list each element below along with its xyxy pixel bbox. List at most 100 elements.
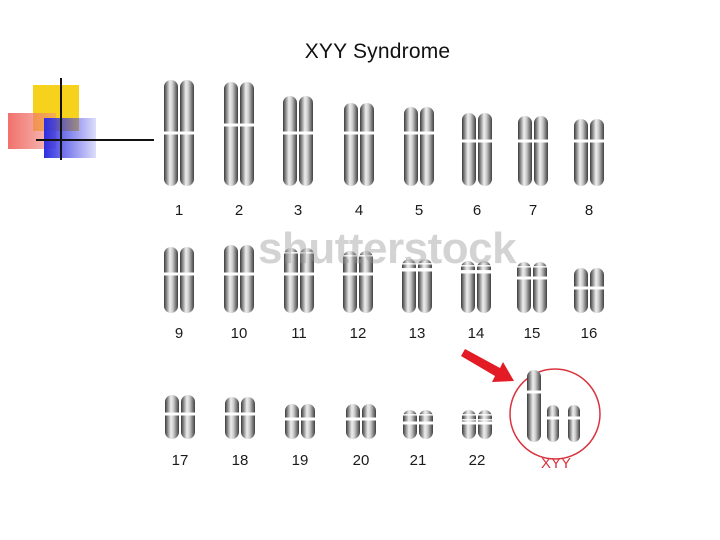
band-stripe <box>418 268 432 270</box>
centromere <box>163 273 179 276</box>
chromosome-9-b <box>180 247 194 313</box>
chromosome-pair-18: 18 <box>224 397 256 469</box>
chromosome-number-1: 1 <box>175 202 183 219</box>
chromosome-pair-21: 21 <box>402 410 434 469</box>
centromere <box>567 417 581 420</box>
chromosome-number-15: 15 <box>524 325 541 342</box>
centromere <box>546 417 560 420</box>
centromere <box>418 422 434 425</box>
chromosome-18-a <box>225 397 239 439</box>
chromosome-4-a <box>344 103 358 186</box>
centromere <box>240 413 256 416</box>
centromere <box>461 422 477 425</box>
chromosome-18-b <box>241 397 255 439</box>
chromosome-pair-14: 14 <box>460 261 492 342</box>
chromosome-number-14: 14 <box>468 325 485 342</box>
centromere <box>239 273 255 276</box>
chromosome-pair-12: 12 <box>342 251 374 342</box>
chromosome-2-a <box>224 82 238 186</box>
chromosome-pair-6: 6 <box>461 113 493 219</box>
chromosome-number-2: 2 <box>235 202 243 219</box>
chromosome-16-a <box>574 268 588 313</box>
chromosome-pair-5: 5 <box>403 107 435 219</box>
sex-chromosome-Y-3 <box>568 405 580 442</box>
chromosome-pair-9: 9 <box>163 247 195 342</box>
chromosome-20-a <box>346 404 360 439</box>
centromere <box>179 132 195 135</box>
chromosome-7-b <box>534 116 548 186</box>
centromere <box>589 140 605 143</box>
chromosome-pair-4: 4 <box>343 103 375 219</box>
centromere <box>461 140 477 143</box>
chromosome-pair-11: 11 <box>283 248 315 342</box>
chromosome-3-a <box>283 96 297 186</box>
centromere <box>516 277 532 280</box>
chromosome-number-12: 12 <box>350 325 367 342</box>
band-stripe <box>533 266 547 268</box>
centromere <box>526 391 542 394</box>
chromosome-pair-16: 16 <box>573 268 605 342</box>
chromosome-17-a <box>165 395 179 439</box>
sex-chromosome-Y-2 <box>547 405 559 442</box>
band-stripe <box>284 252 298 254</box>
chromosome-number-21: 21 <box>410 452 427 469</box>
chromosome-number-5: 5 <box>415 202 423 219</box>
band-stripe <box>403 414 417 416</box>
centromere <box>300 418 316 421</box>
centromere <box>343 132 359 135</box>
centromere <box>284 418 300 421</box>
chromosome-13-b <box>418 259 432 313</box>
chromosome-pair-13: 13 <box>401 259 433 342</box>
band-stripe <box>359 255 373 257</box>
chromosome-8-b <box>590 119 604 186</box>
centromere <box>403 132 419 135</box>
centromere <box>283 273 299 276</box>
chromosome-number-9: 9 <box>175 325 183 342</box>
chromosome-pair-19: 19 <box>284 404 316 469</box>
band-stripe <box>418 263 432 265</box>
chromosome-number-8: 8 <box>585 202 593 219</box>
chromosome-number-11: 11 <box>291 325 307 342</box>
chromosome-number-19: 19 <box>292 452 309 469</box>
chromosome-11-b <box>300 248 314 313</box>
centromere <box>517 140 533 143</box>
chromosome-number-7: 7 <box>529 202 537 219</box>
chromosome-pair-1: 1 <box>163 80 195 219</box>
chromosome-2-b <box>240 82 254 186</box>
centromere <box>223 273 239 276</box>
chromosome-20-b <box>362 404 376 439</box>
band-stripe <box>477 265 491 267</box>
centromere <box>164 413 180 416</box>
chromosome-pair-20: 20 <box>345 404 377 469</box>
band-stripe <box>300 252 314 254</box>
centromere <box>589 287 605 290</box>
centromere <box>533 140 549 143</box>
centromere <box>573 287 589 290</box>
centromere <box>573 140 589 143</box>
chromosome-pair-7: 7 <box>517 116 549 219</box>
chromosome-5-b <box>420 107 434 186</box>
centromere <box>361 418 377 421</box>
pointer-arrow <box>461 349 514 382</box>
band-stripe <box>478 414 492 416</box>
chromosome-12-a <box>343 251 357 313</box>
chromosome-6-b <box>478 113 492 186</box>
chromosome-number-10: 10 <box>231 325 248 342</box>
band-stripe <box>478 419 492 421</box>
band-stripe <box>477 270 491 272</box>
band-stripe <box>461 265 475 267</box>
centromere <box>298 132 314 135</box>
centromere <box>239 124 255 127</box>
centromere <box>180 413 196 416</box>
chromosome-5-a <box>404 107 418 186</box>
chromosome-14-b <box>477 261 491 313</box>
chromosome-number-18: 18 <box>232 452 249 469</box>
chromosome-8-a <box>574 119 588 186</box>
centromere <box>179 273 195 276</box>
chromosome-number-16: 16 <box>581 325 598 342</box>
chromosome-number-4: 4 <box>355 202 363 219</box>
centromere <box>358 273 374 276</box>
chromosome-13-a <box>402 259 416 313</box>
chromosome-pair-17: 17 <box>164 395 196 469</box>
